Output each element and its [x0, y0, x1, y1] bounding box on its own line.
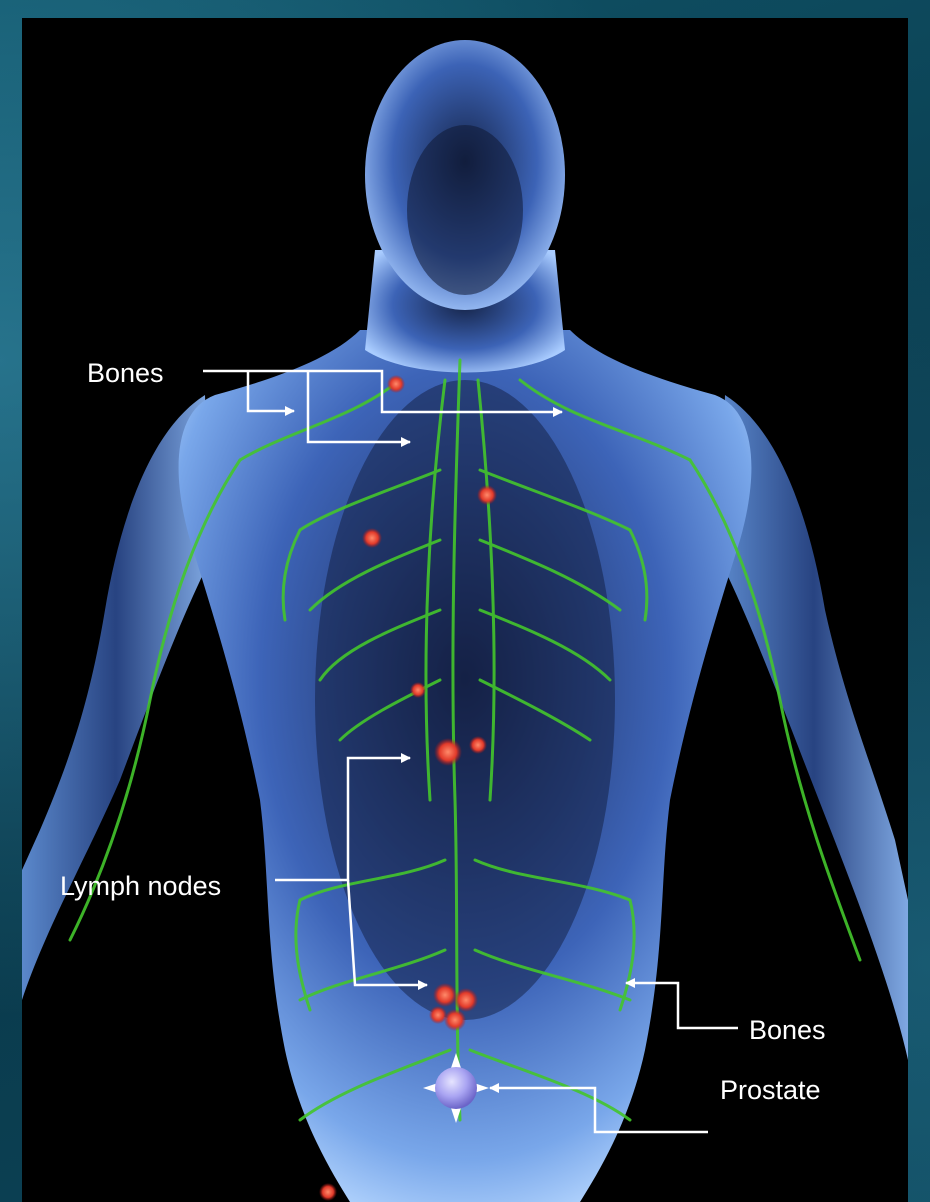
- bones-upper-label: Bones: [87, 360, 164, 387]
- prostate-label: Prostate: [720, 1077, 821, 1104]
- bones-lower-label: Bones: [749, 1017, 826, 1044]
- lymph-nodes-label: Lymph nodes: [60, 873, 221, 900]
